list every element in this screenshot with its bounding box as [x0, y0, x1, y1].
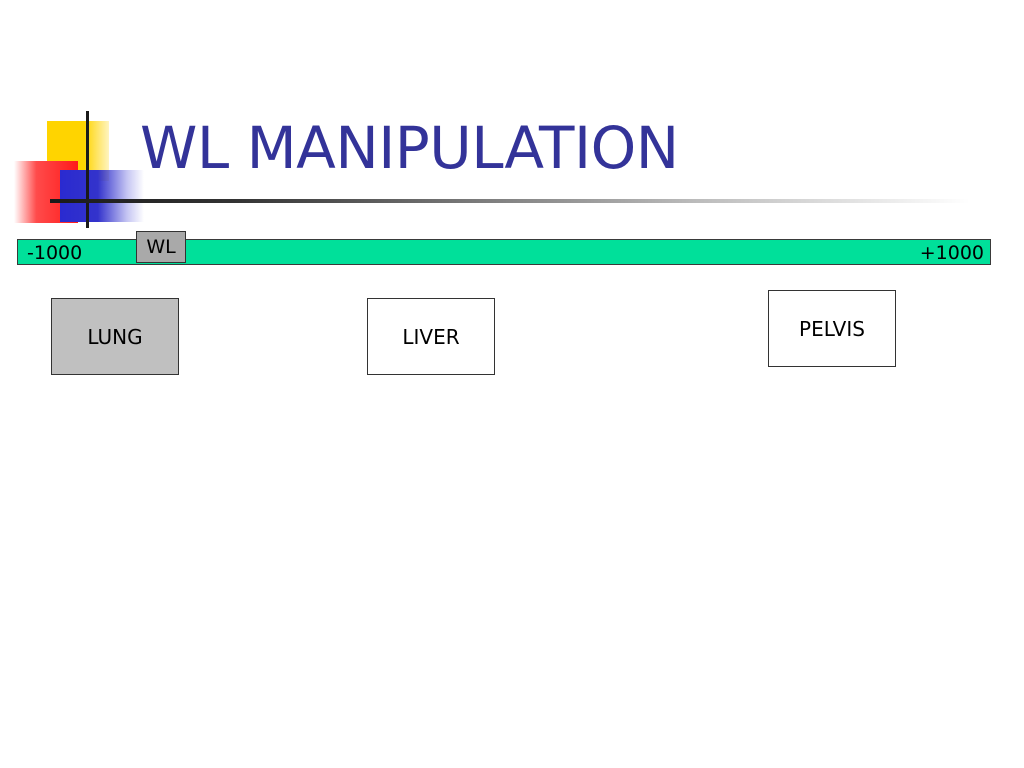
- tissue-box-liver[interactable]: LIVER: [367, 298, 495, 375]
- scale-max-label: +1000: [919, 242, 984, 264]
- wl-marker[interactable]: WL: [136, 231, 186, 263]
- decor-blue-square: [60, 170, 144, 222]
- slide-title: WL MANIPULATION: [140, 114, 679, 182]
- title-underline: [50, 199, 970, 203]
- scale-min-label: -1000: [27, 242, 83, 264]
- tissue-box-pelvis[interactable]: PELVIS: [768, 290, 896, 367]
- decor-vertical-line: [86, 111, 89, 228]
- tissue-box-lung[interactable]: LUNG: [51, 298, 179, 375]
